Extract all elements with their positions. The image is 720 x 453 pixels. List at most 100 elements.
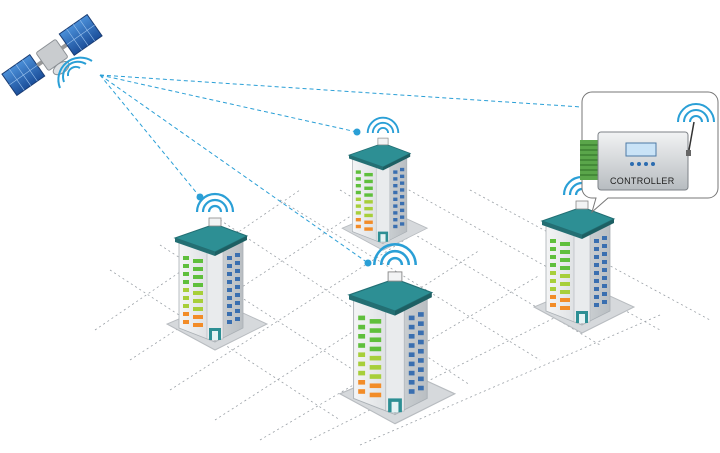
building-roof (347, 142, 412, 168)
window (594, 239, 599, 243)
window (594, 255, 599, 259)
window (358, 389, 366, 394)
window (560, 306, 570, 310)
window (193, 307, 203, 311)
window (418, 376, 424, 382)
window (369, 365, 382, 370)
window (355, 218, 361, 222)
window (550, 279, 556, 283)
window (550, 303, 556, 307)
window (393, 177, 398, 181)
window (560, 242, 570, 246)
link-endpoint (353, 128, 361, 136)
window (408, 380, 415, 385)
window (193, 299, 203, 303)
grid-line (219, 219, 471, 386)
building-right (532, 175, 636, 334)
link-controller (99, 74, 673, 114)
window (594, 287, 599, 291)
window (408, 370, 415, 376)
window (418, 385, 424, 391)
window (602, 300, 607, 304)
grid-line (94, 189, 301, 331)
window (393, 170, 398, 174)
window (550, 247, 556, 251)
window (227, 280, 232, 284)
window (364, 172, 373, 177)
building-door (579, 314, 585, 323)
signal-icon (195, 192, 235, 213)
window (400, 201, 405, 206)
window (364, 213, 373, 218)
window (369, 319, 382, 324)
window (393, 184, 398, 188)
window (400, 167, 405, 172)
window (183, 296, 189, 300)
rooftop-antenna (575, 200, 589, 210)
window (358, 380, 366, 385)
window (358, 343, 366, 348)
roof-edge (349, 155, 383, 171)
window (364, 220, 373, 224)
window (355, 190, 361, 195)
window (369, 383, 382, 389)
window (393, 211, 398, 215)
window (602, 244, 607, 248)
window (550, 287, 556, 291)
window (408, 389, 415, 394)
rooftop-antenna (208, 217, 222, 227)
window (364, 193, 373, 197)
window (193, 267, 203, 271)
window (400, 174, 405, 179)
signal-icon (366, 116, 400, 134)
signal-icon (373, 243, 417, 266)
window (418, 348, 424, 354)
window (227, 288, 232, 292)
window (183, 320, 189, 324)
window (355, 204, 361, 208)
window (235, 269, 240, 273)
window (364, 227, 373, 231)
window (400, 188, 405, 192)
window (400, 181, 405, 185)
controller-device-icon: CONTROLLER (580, 121, 695, 191)
grid-line (109, 269, 341, 421)
window (235, 317, 240, 321)
window (408, 361, 415, 367)
window (235, 301, 240, 305)
window (364, 200, 373, 204)
window (408, 324, 415, 330)
window (550, 271, 556, 275)
window (369, 355, 382, 361)
building-column (385, 307, 405, 412)
window (183, 288, 189, 292)
window (227, 320, 232, 324)
window (364, 206, 373, 211)
window (594, 295, 599, 299)
window (183, 264, 189, 268)
controller-signal-icon (677, 103, 715, 123)
window (602, 284, 607, 288)
window (355, 177, 361, 181)
window (183, 256, 189, 260)
window (418, 358, 424, 363)
window (369, 328, 382, 333)
window (227, 272, 232, 276)
building-door (380, 234, 386, 242)
window (193, 275, 203, 279)
roof-edge (542, 221, 582, 239)
window (393, 204, 398, 208)
window (358, 334, 366, 339)
window (560, 266, 570, 270)
window (408, 315, 415, 321)
window (602, 276, 607, 280)
window (560, 250, 570, 254)
window (193, 283, 203, 287)
window (364, 179, 373, 184)
window (183, 304, 189, 308)
window (227, 304, 232, 308)
window (235, 277, 240, 281)
roof-edge (349, 294, 395, 316)
building-left (165, 192, 269, 351)
